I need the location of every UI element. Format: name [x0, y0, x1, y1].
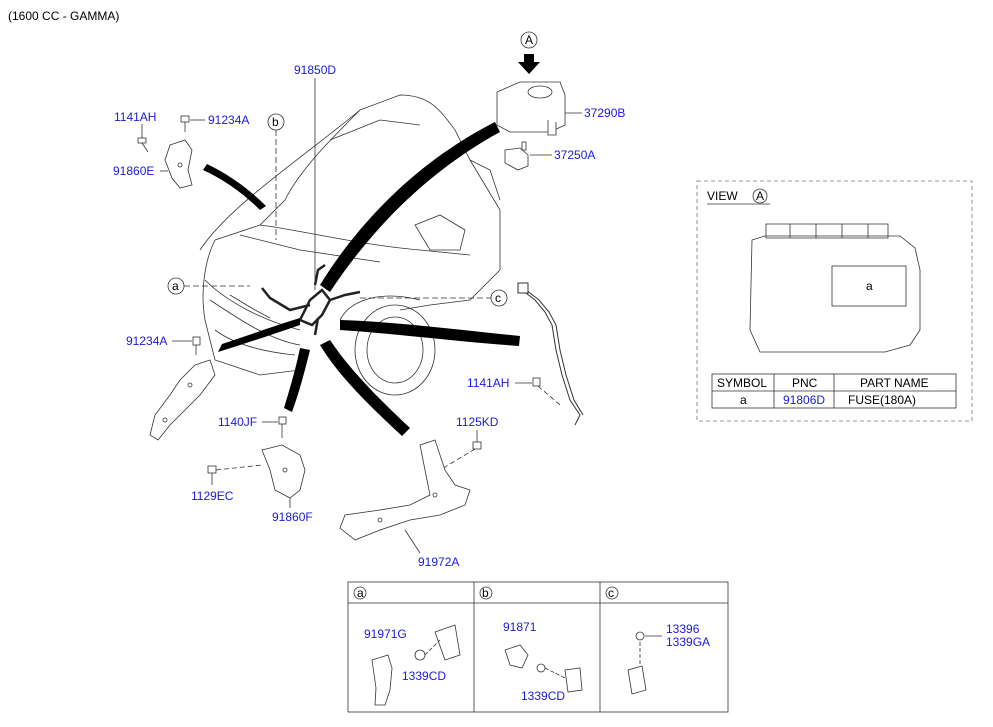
detail-a-part-1[interactable]: 91971G [364, 627, 407, 641]
label-1129EC[interactable]: 1129EC [191, 489, 234, 503]
detail-a-part-2[interactable]: 1339CD [402, 669, 446, 683]
down-arrow-icon [518, 54, 540, 74]
fuse-a-box[interactable] [831, 265, 907, 307]
wiring-harness[interactable] [261, 263, 361, 336]
detail-b-tag: b [482, 586, 489, 600]
label-37250A[interactable]: 37250A [554, 148, 595, 162]
label-91850D[interactable]: 91850D [294, 63, 336, 77]
label-1140JF[interactable]: 1140JF [218, 415, 257, 429]
sensor-37250A[interactable] [504, 141, 529, 171]
bolt-1141AH-top[interactable] [137, 137, 149, 153]
callout-c-letter: c [495, 291, 501, 305]
view-a-title: VIEW [707, 189, 738, 203]
label-1125KD[interactable]: 1125KD [456, 415, 499, 429]
detail-b-drawing [504, 644, 583, 693]
bolt-1140JF[interactable] [278, 416, 287, 438]
detail-a-drawing [371, 624, 461, 706]
fuse-table [711, 373, 957, 409]
detail-c-part-1[interactable]: 13396 [666, 622, 700, 636]
table-cell-pnc[interactable]: 91806D [783, 393, 825, 407]
callout-A-circle [520, 31, 538, 49]
leader-swooshes [203, 122, 520, 436]
fuse-a-label: a [866, 279, 873, 293]
label-91234A-top[interactable]: 91234A [208, 113, 249, 127]
bolt-1129EC[interactable] [207, 464, 263, 485]
car-outline [199, 94, 501, 396]
table-header-part-name: PART NAME [860, 376, 929, 390]
bolt-1125KD[interactable] [439, 441, 482, 471]
cable-right[interactable] [517, 282, 584, 426]
table-header-symbol: SYMBOL [717, 376, 767, 390]
bracket-91860E[interactable] [164, 139, 193, 189]
detail-b-circle [479, 586, 493, 600]
view-a-callout-circle [752, 188, 768, 204]
detail-a-circle [353, 586, 367, 600]
bolt-1141AH-right[interactable] [532, 377, 561, 406]
detail-b-part-1[interactable]: 91871 [503, 620, 537, 634]
detail-a-tag: a [357, 586, 364, 600]
label-37290B[interactable]: 37290B [584, 106, 625, 120]
bracket-left[interactable] [149, 359, 216, 441]
label-91234A-mid[interactable]: 91234A [126, 334, 167, 348]
bolt-91234A-top[interactable] [180, 115, 190, 132]
bolt-91234A-mid[interactable] [192, 336, 201, 355]
label-91972A[interactable]: 91972A [418, 555, 459, 569]
detail-b-part-2[interactable]: 1339CD [521, 689, 565, 703]
detail-boxes [347, 581, 729, 713]
bracket-91860F[interactable] [261, 444, 306, 499]
detail-c-drawing [627, 631, 662, 695]
label-1141AH-right[interactable]: 1141AH [467, 376, 509, 390]
table-cell-part-name: FUSE(180A) [848, 393, 916, 407]
bracket-91972A[interactable] [339, 439, 471, 541]
callout-b-letter: b [272, 115, 279, 129]
leader-91972A [404, 529, 421, 554]
callout-A-letter: A [525, 33, 533, 47]
table-cell-symbol: a [740, 393, 747, 407]
view-a-callout-letter: A [756, 189, 764, 203]
label-91860E[interactable]: 91860E [113, 164, 154, 178]
label-91860F[interactable]: 91860F [272, 510, 313, 524]
detail-c-circle [605, 586, 619, 600]
detail-c-tag: c [608, 586, 614, 600]
reservoir-37290B[interactable] [496, 81, 566, 136]
table-header-pnc: PNC [792, 376, 818, 390]
view-a-panel [696, 180, 973, 422]
callout-a-letter: a [172, 279, 179, 293]
detail-c-part-2[interactable]: 1339GA [666, 635, 710, 649]
label-1141AH-top[interactable]: 1141AH [114, 110, 156, 124]
engine-title: (1600 CC - GAMMA) [8, 9, 119, 23]
